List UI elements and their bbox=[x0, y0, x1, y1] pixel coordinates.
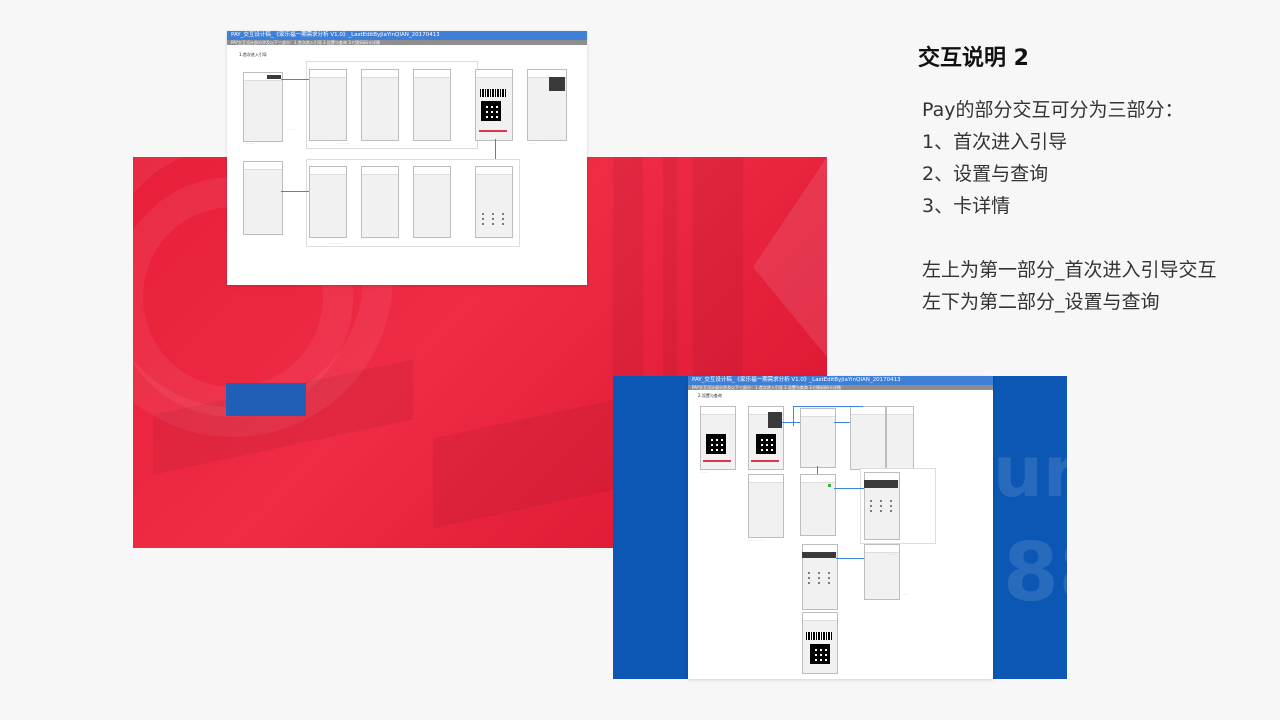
mock-screen bbox=[413, 69, 451, 141]
keypad-icon bbox=[806, 572, 832, 584]
keypad-icon bbox=[479, 213, 507, 225]
doc-title-bar: PAY_交互设计稿_《家乐福一期需求分析 V1.0》_LastEditByJia… bbox=[688, 376, 993, 385]
red-warning-text bbox=[479, 130, 507, 132]
connector-line bbox=[281, 79, 309, 80]
mock-screen bbox=[361, 166, 399, 238]
mock-screen bbox=[361, 69, 399, 141]
watermark-glyph: 88 bbox=[1003, 526, 1067, 619]
red-warning-text bbox=[751, 460, 779, 462]
annotation-note: ····· ····· bbox=[243, 141, 254, 145]
red-warning-text bbox=[703, 460, 731, 462]
desc-line: 左上为第一部分_首次进入引导交互 bbox=[922, 259, 1217, 281]
doc-sub-bar: PAY交互设计部分涉及以下三部分：1.首次进入引导 2.设置与查询 3.付款码码… bbox=[688, 385, 993, 390]
mock-screen bbox=[802, 612, 838, 674]
connector-line bbox=[836, 558, 864, 559]
logo-chevron-watermark bbox=[753, 157, 827, 357]
connector-line bbox=[793, 406, 794, 426]
mock-screen bbox=[243, 72, 283, 142]
connector-line bbox=[495, 139, 496, 169]
barcode-icon bbox=[480, 89, 506, 97]
annotation-note: ··· ···· bbox=[287, 127, 295, 131]
doc-sub-bar: PAY交互设计部分涉及以下三部分：1.首次进入引导 2.设置与查询 3.付款码码… bbox=[227, 40, 587, 45]
barcode-icon bbox=[806, 632, 832, 640]
mock-screen bbox=[800, 408, 836, 468]
doc-title-bar: PAY_交互设计稿_《家乐福一期需求分析 V1.0》_LastEditByJia… bbox=[227, 31, 587, 40]
mock-popup-menu bbox=[549, 77, 565, 91]
connector-line bbox=[782, 422, 800, 423]
annotation-note: ······ bbox=[902, 592, 908, 596]
mock-screen bbox=[864, 544, 900, 600]
watermark-glyph: ur bbox=[993, 431, 1067, 513]
annotation-note: ········ ········ bbox=[748, 538, 765, 542]
mock-screen bbox=[413, 166, 451, 238]
blue-label-block bbox=[226, 383, 306, 416]
qr-code-icon bbox=[706, 434, 726, 454]
desc-line: 左下为第二部分_设置与查询 bbox=[922, 291, 1160, 313]
annotation-note: ········ bbox=[529, 141, 537, 145]
mock-screen bbox=[309, 69, 347, 141]
connector-line bbox=[281, 191, 309, 192]
connector-line bbox=[834, 422, 850, 423]
annotation-note: ········ bbox=[888, 552, 896, 556]
mock-screen bbox=[475, 166, 513, 238]
annotation-note: ··· ····· bbox=[700, 470, 709, 474]
mock-screen bbox=[309, 166, 347, 238]
slide-title: 交互说明 2 bbox=[918, 46, 1029, 71]
mock-screen bbox=[243, 161, 283, 235]
annotation-note: ········ ········ bbox=[327, 241, 344, 245]
mock-screen bbox=[886, 406, 914, 470]
doc-settings-query: PAY_交互设计稿_《家乐福一期需求分析 V1.0》_LastEditByJia… bbox=[688, 376, 993, 679]
slide-description: Pay的部分交互可分为三部分： 1、首次进入引导 2、设置与查询 3、卡详情 左… bbox=[922, 94, 1217, 318]
mock-popup bbox=[267, 75, 281, 79]
mock-popup-menu bbox=[768, 412, 782, 428]
desc-line: Pay的部分交互可分为三部分： bbox=[922, 99, 1184, 121]
decorative-stripe bbox=[433, 395, 633, 529]
connector-line bbox=[834, 488, 864, 489]
toggle-on-icon bbox=[828, 484, 831, 487]
qr-code-icon bbox=[756, 434, 776, 454]
desc-line: 2、设置与查询 bbox=[922, 163, 1049, 185]
section-heading: 1.首次进入引导 bbox=[239, 52, 267, 57]
connector-line bbox=[793, 406, 863, 407]
mock-screen bbox=[748, 474, 784, 538]
mock-dark-header bbox=[802, 552, 836, 558]
connector-line bbox=[817, 466, 818, 474]
desc-line: 3、卡详情 bbox=[922, 195, 1011, 217]
annotation-note: ······· ········ bbox=[335, 141, 351, 145]
mock-dark-header bbox=[864, 480, 898, 488]
desc-line: 1、首次进入引导 bbox=[922, 131, 1068, 153]
qr-code-icon bbox=[810, 644, 830, 664]
doc-first-entry-guide: PAY_交互设计稿_《家乐福一期需求分析 V1.0》_LastEditByJia… bbox=[227, 31, 587, 285]
section-heading: 2.设置与查询 bbox=[698, 393, 722, 398]
mock-screen bbox=[850, 406, 886, 470]
keypad-icon bbox=[868, 500, 894, 512]
qr-code-icon bbox=[481, 101, 501, 121]
mock-screen bbox=[748, 406, 784, 470]
